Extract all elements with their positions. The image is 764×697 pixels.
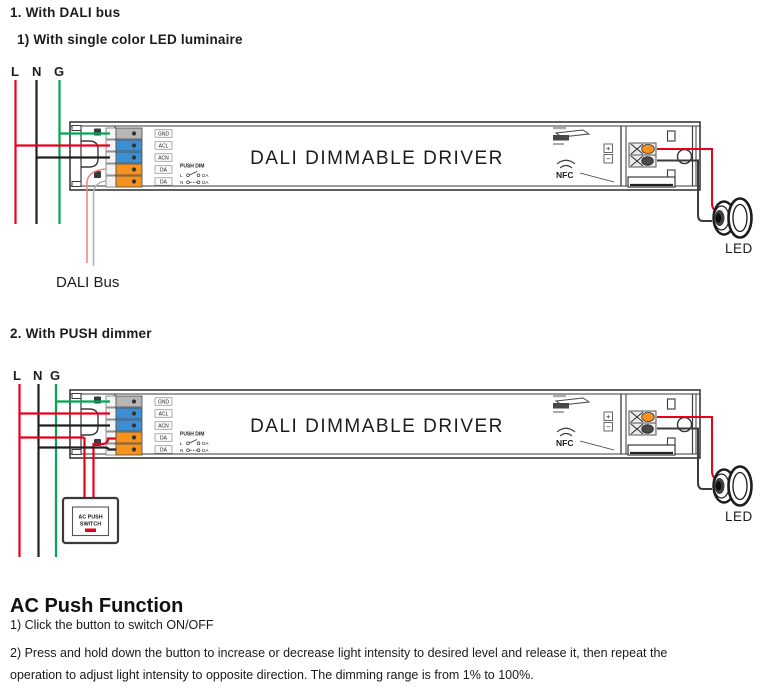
diagram-dali-bus: GND ACL ACN DA DA PUSH DIM L DA N: [11, 64, 755, 291]
dali-driver-2: [68, 388, 755, 526]
section1-subtitle: 1) With single color LED luminaire: [17, 32, 243, 47]
section1-title: 1. With DALI bus: [10, 5, 121, 20]
mains-wires-1: [14, 80, 110, 224]
footer-item-2-line-2: operation to adjust light intensity to o…: [10, 668, 534, 682]
footer-item-1: 1) Click the button to switch ON/OFF: [10, 618, 214, 632]
ac-push-switch: AC PUSH SWITCH: [61, 496, 120, 545]
dali-bus-wires: [86, 168, 107, 266]
dali-driver-1: [68, 120, 755, 258]
push-switch-da-wire: [92, 437, 116, 498]
neutral-label: N: [32, 64, 41, 79]
neutral-da-wire: [38, 446, 116, 451]
ground-label: G: [50, 368, 60, 383]
push-switch-indicator: [85, 528, 96, 532]
footer-item-2-line-1: 2) Press and hold down the button to inc…: [10, 646, 668, 660]
dali-bus-wire-a: [86, 168, 107, 263]
push-switch-label-1: AC PUSH: [78, 515, 102, 521]
ground-label: G: [54, 64, 64, 79]
dali-bus-wire-b: [92, 180, 107, 266]
mains-input-2: L N G: [13, 368, 60, 383]
push-switch-label-2: SWITCH: [80, 522, 101, 528]
mains-input-1: L N G: [11, 64, 64, 79]
neutral-label: N: [33, 368, 42, 383]
diagram-push-dimmer: L N G AC PUSH SWITCH: [13, 368, 755, 557]
live-label: L: [13, 368, 21, 383]
section2-title: 2. With PUSH dimmer: [10, 326, 152, 341]
dali-bus-label: DALI Bus: [56, 274, 119, 291]
footer-heading: AC Push Function: [10, 595, 184, 617]
live-label: L: [11, 64, 19, 79]
mains-wires-2: [18, 384, 116, 557]
